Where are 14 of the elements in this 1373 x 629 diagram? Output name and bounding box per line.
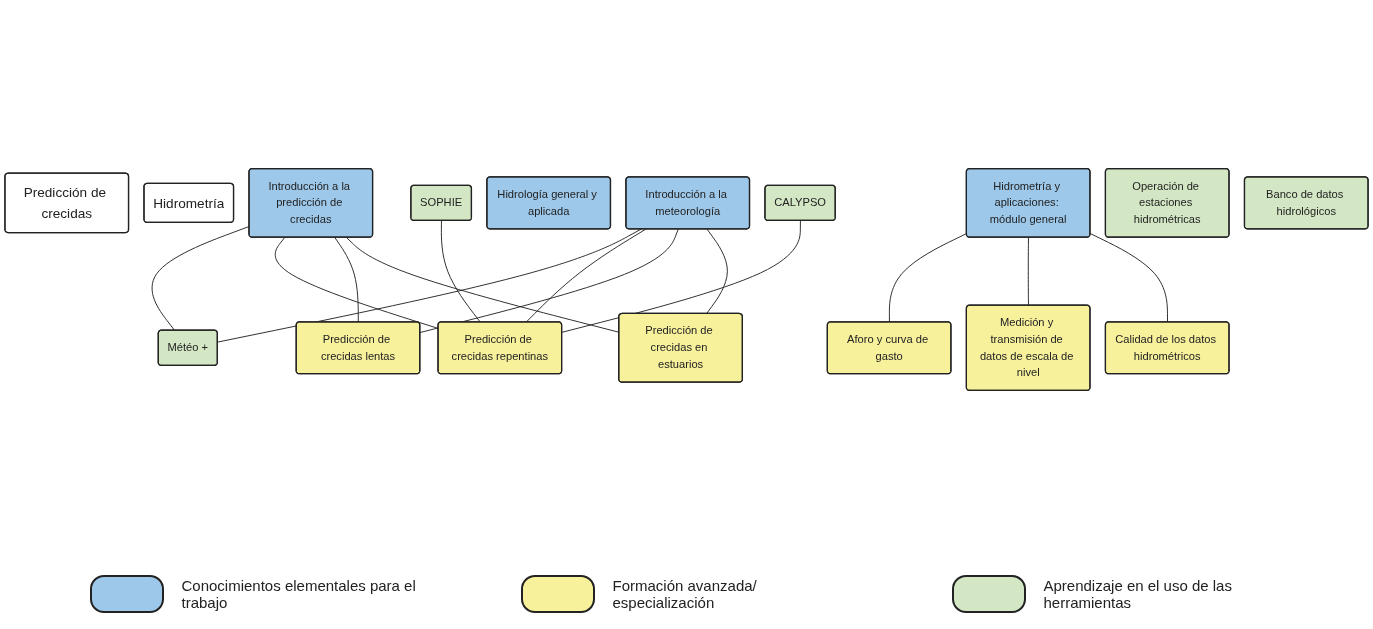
legend-text: Conocimientos elementales para el trabajo xyxy=(181,577,417,611)
connector xyxy=(334,237,359,323)
connector xyxy=(274,237,439,329)
connector xyxy=(888,233,968,323)
connector xyxy=(440,220,481,323)
connector xyxy=(706,228,728,315)
legend-text: Aprendizaje en el uso de las herramientas xyxy=(1043,577,1233,611)
connector xyxy=(1027,237,1029,306)
connector xyxy=(525,228,647,323)
connector xyxy=(1089,233,1168,323)
connector xyxy=(561,220,801,333)
legend-text: Formación avanzada/ especialización xyxy=(612,577,758,611)
connector xyxy=(217,228,642,343)
connector xyxy=(419,228,679,333)
